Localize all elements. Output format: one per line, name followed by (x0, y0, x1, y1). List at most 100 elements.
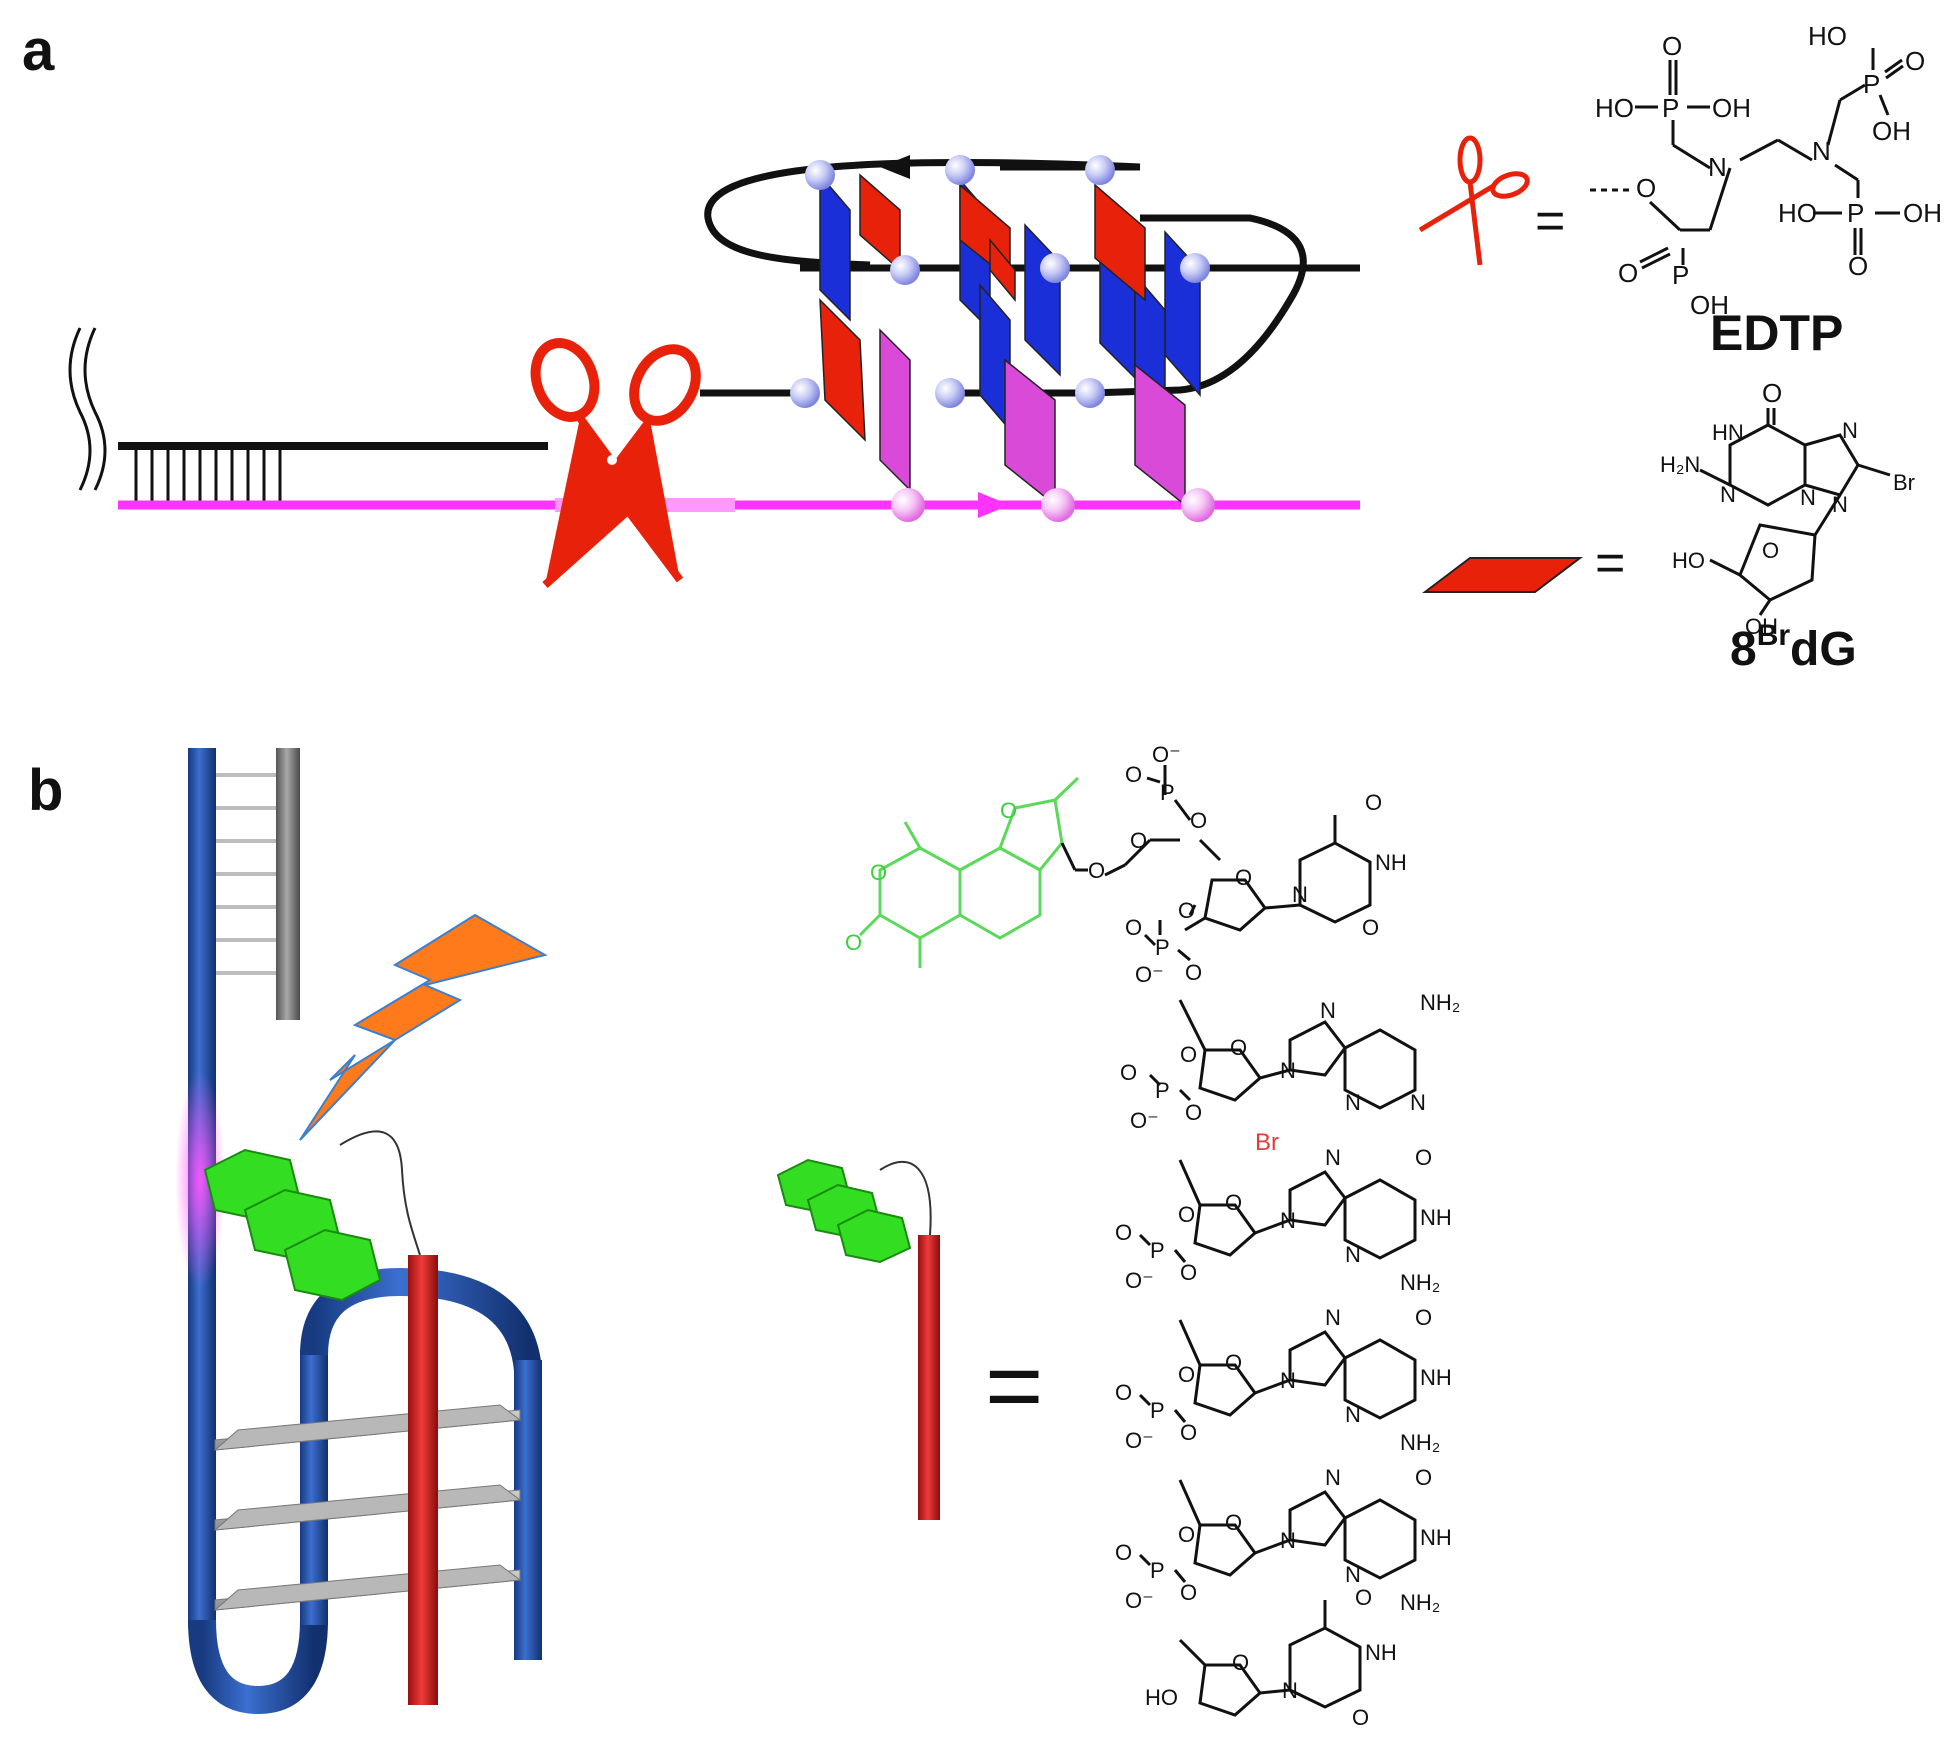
t2-n: N (1282, 1678, 1298, 1703)
p6: P (1150, 1558, 1165, 1583)
o-p4a: O (1115, 1220, 1132, 1245)
brdg-ho: HO (1672, 548, 1705, 573)
t2-sugar-o: O (1232, 1650, 1249, 1675)
edtp-ho1: HO (1595, 93, 1634, 123)
panel-b-label: b (28, 758, 63, 823)
brdg-h2n: H₂N (1660, 452, 1700, 477)
t1-o1: O (1365, 790, 1382, 815)
t1-n: N (1292, 882, 1308, 907)
o-p5c: O (1178, 1362, 1195, 1387)
phosphate-spheres-magenta (891, 488, 1215, 522)
lightning-bolt-icon (299, 913, 548, 1141)
g2-n1: N (1325, 1305, 1341, 1330)
a-n2: N (1280, 1058, 1296, 1083)
g2-nh2: NH₂ (1400, 1430, 1440, 1455)
edtp-p3: P (1672, 260, 1689, 290)
t1-sugar-o: O (1235, 865, 1252, 890)
g-tetrad-plates (213, 1404, 522, 1611)
o-b2: O (1130, 828, 1147, 853)
backbone-links (1178, 916, 1207, 1667)
brdg-n-b: N (1800, 485, 1816, 510)
o-p5a: O (1115, 1380, 1132, 1405)
edtp-oh4: OH (1903, 198, 1942, 228)
edtp-ho4: HO (1778, 198, 1817, 228)
g2-o: O (1415, 1305, 1432, 1330)
g3-nh2: NH₂ (1400, 1590, 1440, 1615)
p3: P (1155, 1078, 1170, 1103)
g1-sugar-o: O (1225, 1190, 1242, 1215)
o-minus-2: O⁻ (1135, 962, 1164, 987)
o-minus-top: O⁻ (1152, 742, 1181, 767)
o-p2c: O (1178, 898, 1195, 923)
nucleotide-3-8-bromoguanine (1193, 1170, 1417, 1260)
t2-o2: O (1352, 1705, 1369, 1730)
o-link1: O (1088, 858, 1105, 883)
g3-o: O (1415, 1465, 1432, 1490)
o-minus-3: O⁻ (1130, 1108, 1159, 1133)
t1-nh: NH (1375, 850, 1407, 875)
o-p6c: O (1178, 1522, 1195, 1547)
edtp-o3: O (1618, 258, 1638, 288)
nucleotide-6-thymine (1198, 1600, 1362, 1717)
a-n1: N (1320, 998, 1336, 1023)
t2-o1: O (1355, 1585, 1372, 1610)
oligo-atom-labels: O⁻ O P O O O O O O O O NH N O O O P O O⁻… (845, 742, 1460, 1730)
panel-a-label: a (22, 18, 55, 83)
o-furan: O (1000, 798, 1017, 823)
panel-b: b (28, 742, 1460, 1730)
p2: P (1155, 935, 1170, 960)
brdg-br: Br (1893, 470, 1915, 495)
o-coum: O (845, 930, 862, 955)
arrow-magenta (978, 492, 1010, 518)
nucleotide-2-adenine (1198, 1020, 1417, 1110)
o-b1: O (1190, 808, 1207, 833)
o-p3b: O (1185, 1100, 1202, 1125)
edtp-name: EDTP (1710, 305, 1843, 361)
probe-legend: = (776, 1158, 1043, 1520)
fluorophore-hexagons (203, 1148, 382, 1302)
brdg-n-d: N (1832, 492, 1848, 517)
o-p6a: O (1115, 1540, 1132, 1565)
edtp-n1: N (1708, 152, 1727, 182)
g3-n3: N (1345, 1562, 1361, 1587)
g1-n2: N (1280, 1208, 1296, 1233)
edtp-o-link: O (1636, 173, 1656, 203)
edtp-o2: O (1905, 46, 1925, 76)
g1-o: O (1415, 1145, 1432, 1170)
edtp-oh1: OH (1712, 93, 1751, 123)
edtp-legend: = (1418, 21, 1942, 361)
small-scissors-icon (1418, 135, 1530, 266)
edtp-o-top1: O (1662, 31, 1682, 61)
o-coum-ring: O (870, 860, 887, 885)
g2-n3: N (1345, 1402, 1361, 1427)
o-minus-4: O⁻ (1125, 1268, 1154, 1293)
nucleotide-1-thymine (1203, 815, 1372, 932)
o-p2b: O (1185, 960, 1202, 985)
g3-n2: N (1280, 1528, 1296, 1553)
nucleotide-5-guanine (1193, 1490, 1417, 1580)
edtp-n2: N (1812, 136, 1831, 166)
g3-sugar-o: O (1225, 1510, 1242, 1535)
t2-ho: HO (1145, 1685, 1178, 1710)
o-p6b: O (1180, 1580, 1197, 1605)
edtp-o4: O (1848, 251, 1868, 281)
edtp-p4: P (1847, 198, 1864, 228)
g1-n1: N (1325, 1145, 1341, 1170)
brdg-equals: = (1595, 534, 1625, 592)
g1-br: Br (1255, 1129, 1279, 1156)
coumarin-group (858, 776, 1080, 968)
oligo-structure (858, 765, 1417, 1717)
small-red-strand (918, 1235, 940, 1520)
p1: P (1160, 780, 1175, 805)
base-pair-rungs (134, 446, 282, 503)
edtp-oh3: OH (1690, 290, 1729, 320)
t1-o2: O (1362, 915, 1379, 940)
g2-n2: N (1280, 1368, 1296, 1393)
g1-nh: NH (1420, 1205, 1452, 1230)
g2-sugar-o: O (1225, 1350, 1242, 1375)
edtp-p2: P (1863, 69, 1880, 99)
g1-n3: N (1345, 1242, 1361, 1267)
red-probe-strand (408, 1255, 438, 1705)
brdg-hn: HN (1712, 420, 1744, 445)
a-nh2: NH₂ (1420, 990, 1460, 1015)
